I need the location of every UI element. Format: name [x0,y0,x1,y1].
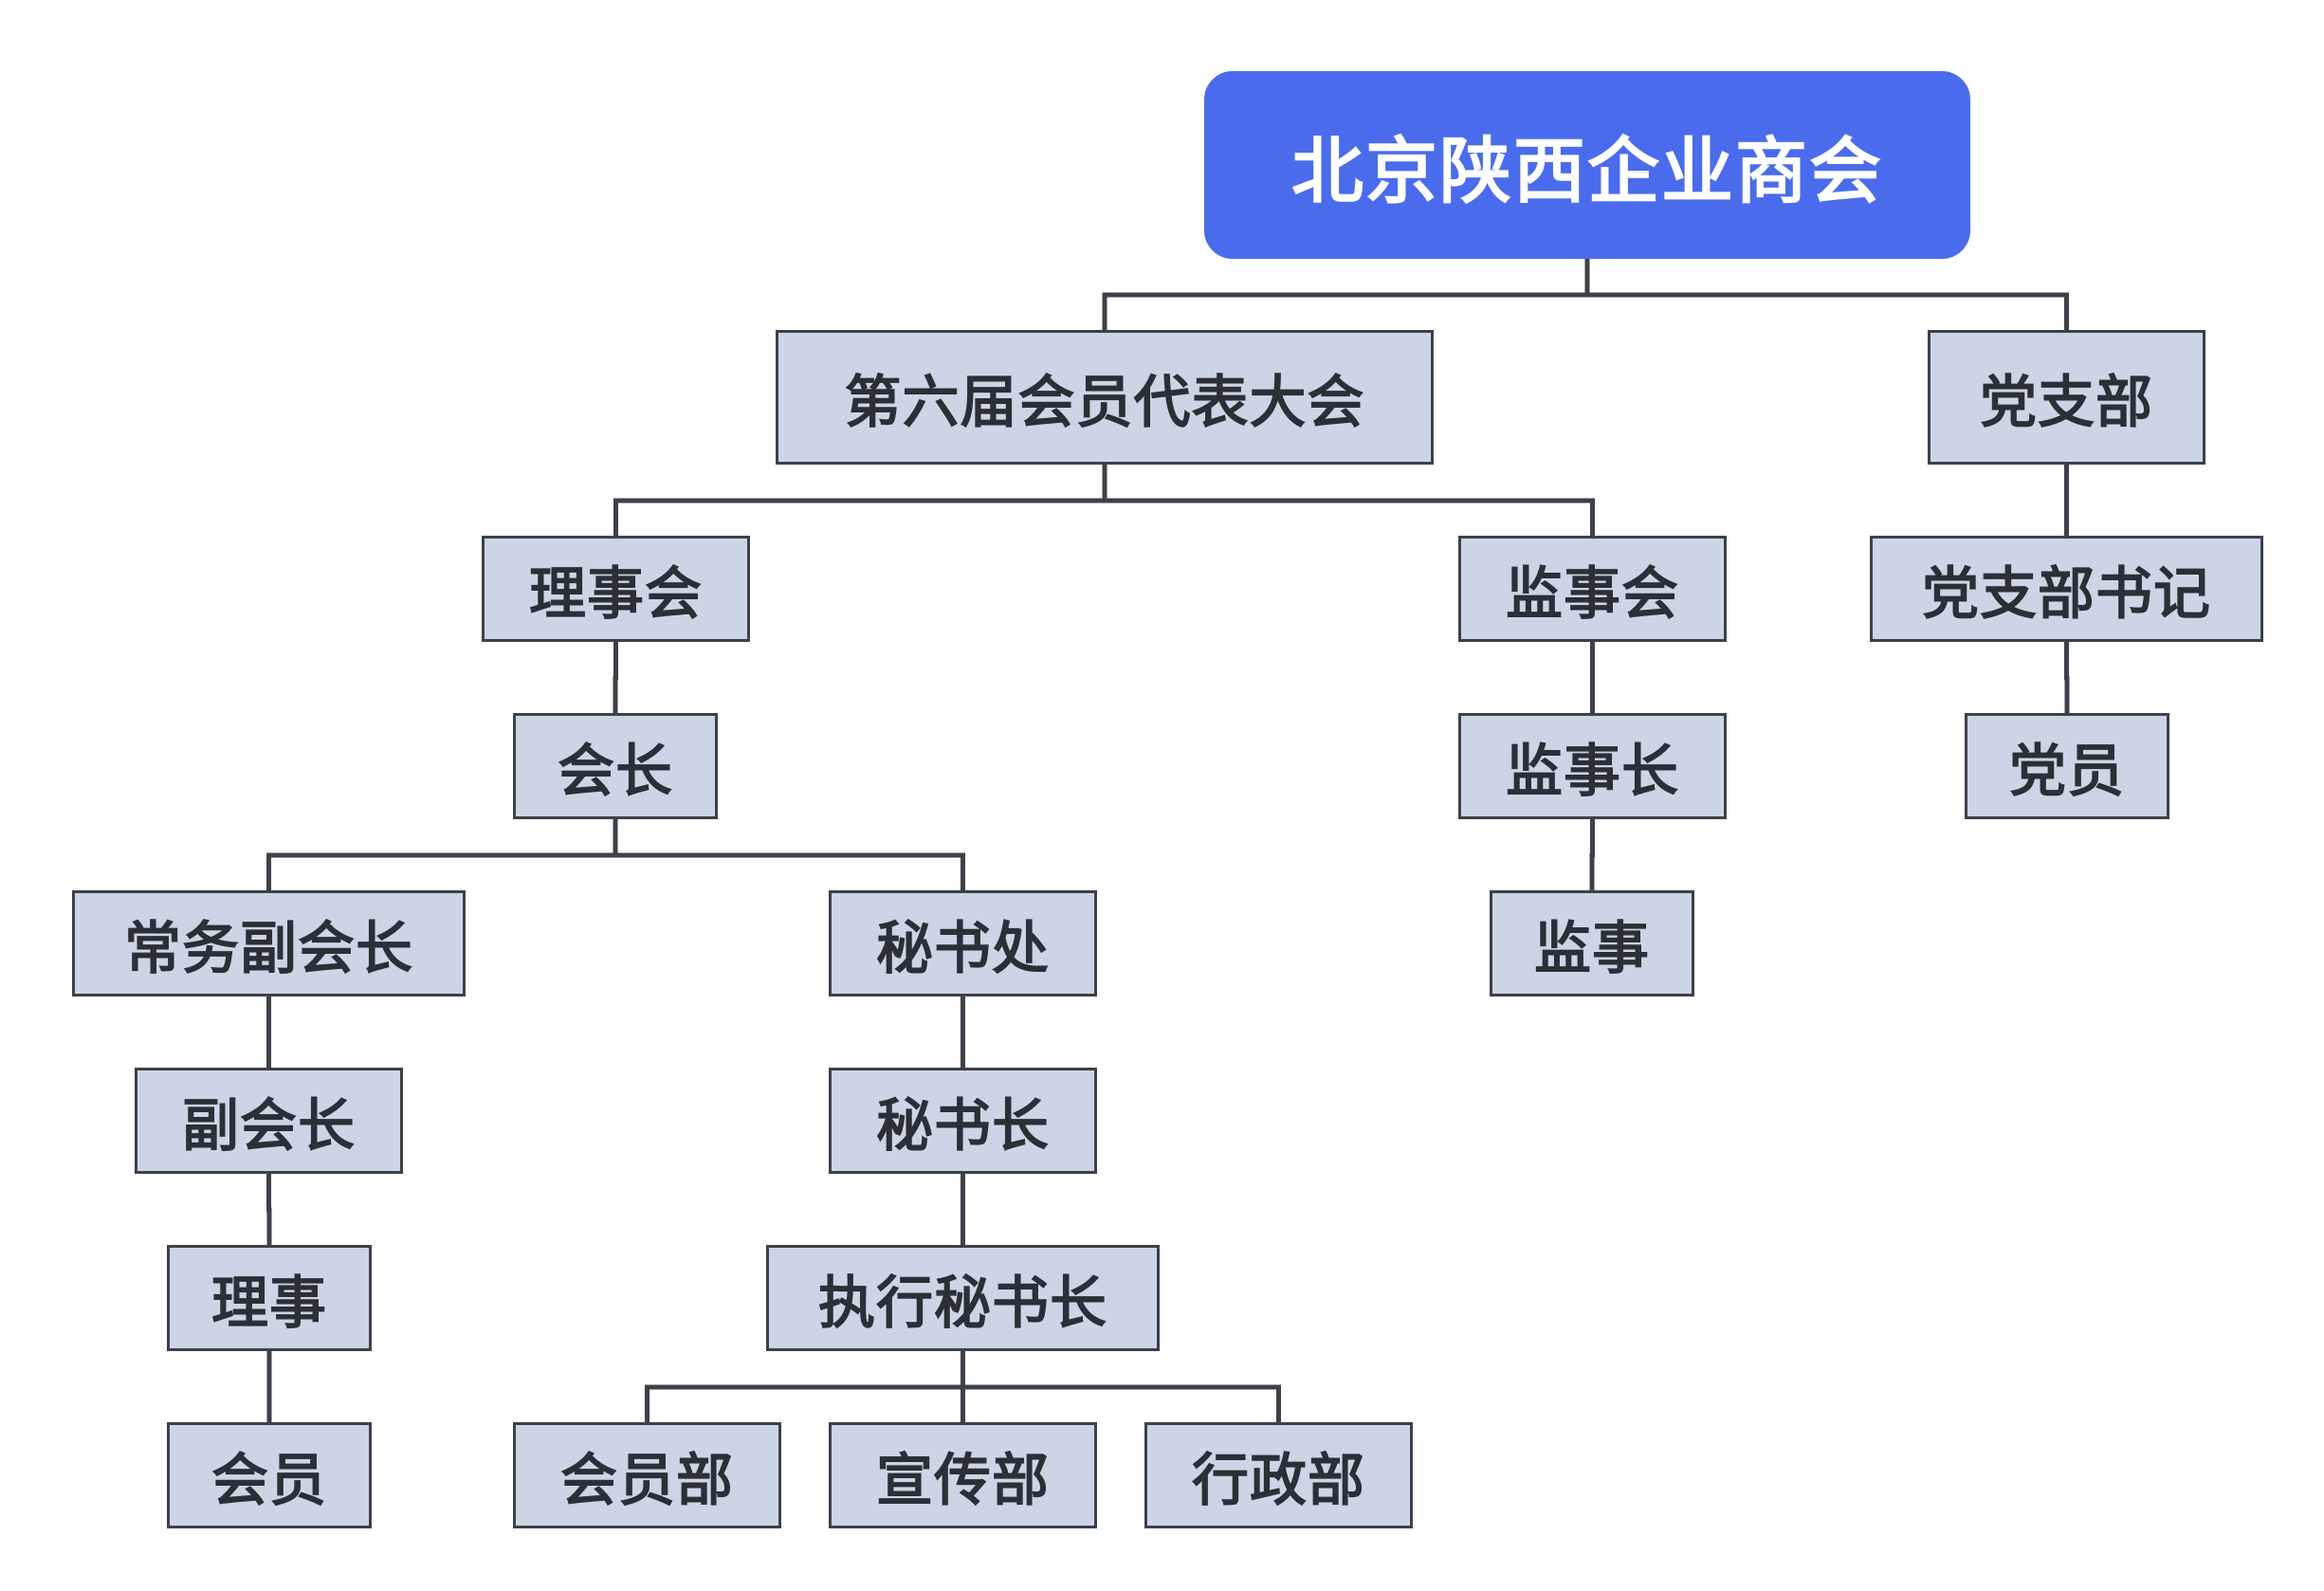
node-council: 理事会 [482,536,750,642]
node-director: 理事 [167,1245,372,1351]
connector-president [266,816,965,893]
node-member: 会员 [167,1422,372,1528]
node-president: 会长 [513,713,718,819]
node-membership-dept: 会员部 [513,1422,781,1528]
connector-council [613,639,618,716]
connector-vice-president [266,1171,272,1248]
node-admin-dept: 行政部 [1144,1422,1413,1528]
node-supervisory-board: 监事会 [1458,536,1727,642]
node-executive-vice-president: 常务副会长 [72,890,466,997]
node-party-branch: 党支部 [1928,330,2205,465]
node-root: 北京陕西企业商会 [1204,71,1970,259]
node-party-member: 党员 [1965,713,2169,819]
node-secretariat: 秘书处 [829,890,1097,997]
node-vice-president: 副会长 [135,1068,403,1174]
connector-root [1102,256,2069,333]
node-executive-secretary-general: 执行秘书长 [766,1245,1160,1351]
connector-congress [613,462,1595,539]
node-party-secretary: 党支部书记 [1870,536,2263,642]
node-supervisor: 监事 [1490,890,1694,997]
node-congress: 第六届会员代表大会 [776,330,1434,465]
connector-executive-secretary-general [645,1348,1281,1425]
node-publicity-dept: 宣传部 [829,1422,1097,1528]
node-chief-supervisor: 监事长 [1458,713,1727,819]
connector-chief-supervisor [1589,816,1595,893]
node-secretary-general: 秘书长 [829,1068,1097,1174]
connector-party-secretary [2064,639,2070,716]
